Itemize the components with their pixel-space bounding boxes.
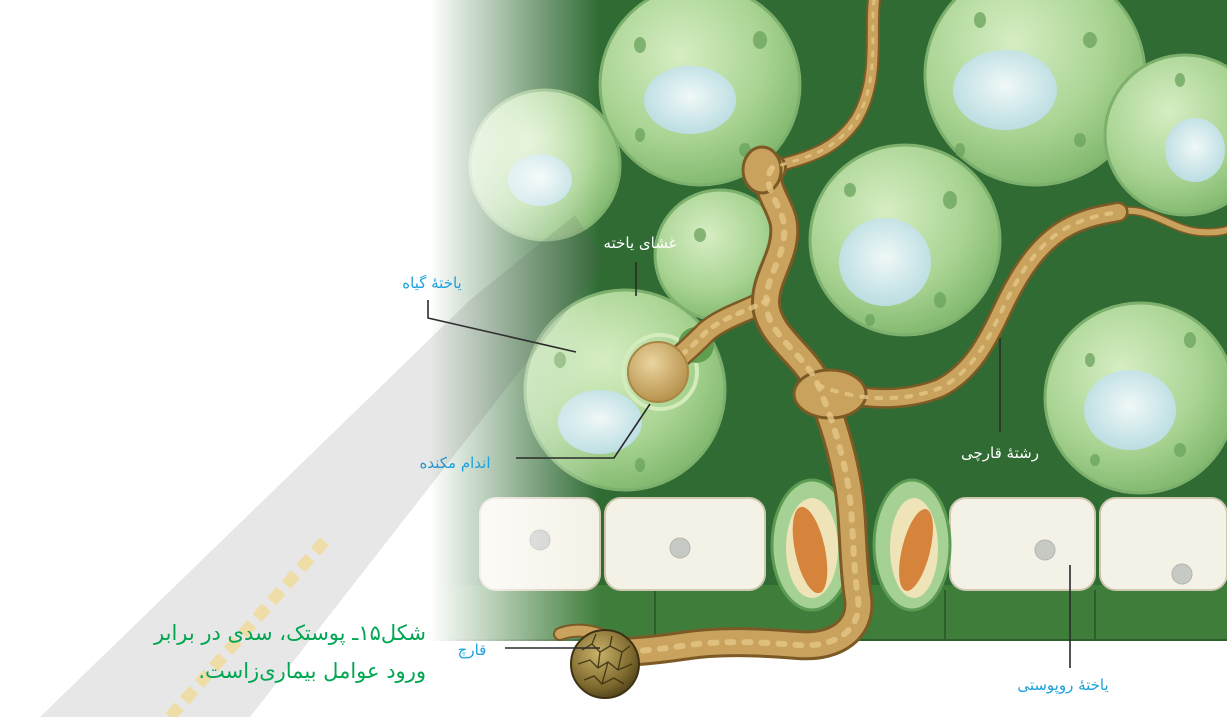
fungus-body [571, 630, 639, 698]
nucleus [530, 530, 550, 550]
label-cell-membrane: غشای یاخته [604, 234, 677, 252]
label-epidermal-cell: یاختهٔ روپوستی [1017, 676, 1108, 695]
epidermal-cell [1100, 498, 1227, 590]
haustorium [628, 342, 688, 402]
nucleus [1035, 540, 1055, 560]
caption-line-2: ورود عوامل بیماری‌زاست. [6, 652, 426, 690]
vacuole [953, 50, 1057, 130]
hypha-knob [743, 147, 781, 193]
vacuole [1165, 118, 1225, 182]
vacuole [1084, 370, 1176, 450]
label-fungal-hypha: رشتهٔ قارچی [961, 444, 1039, 462]
hypha-junction [794, 370, 866, 418]
label-plant-cell: یاختهٔ گیاه [402, 274, 461, 292]
label-fungus: قارچ [458, 641, 487, 660]
figure-caption: شکل۱۵ـ پوستک، سدی در برابر ورود عوامل بی… [6, 614, 426, 690]
nucleus [670, 538, 690, 558]
nucleus [1172, 564, 1192, 584]
vacuole [508, 154, 572, 206]
epidermal-cell [950, 498, 1095, 590]
vacuole [644, 66, 736, 134]
caption-line-1: شکل۱۵ـ پوستک، سدی در برابر [6, 614, 426, 652]
vacuole [839, 218, 931, 306]
vacuole [558, 390, 642, 454]
